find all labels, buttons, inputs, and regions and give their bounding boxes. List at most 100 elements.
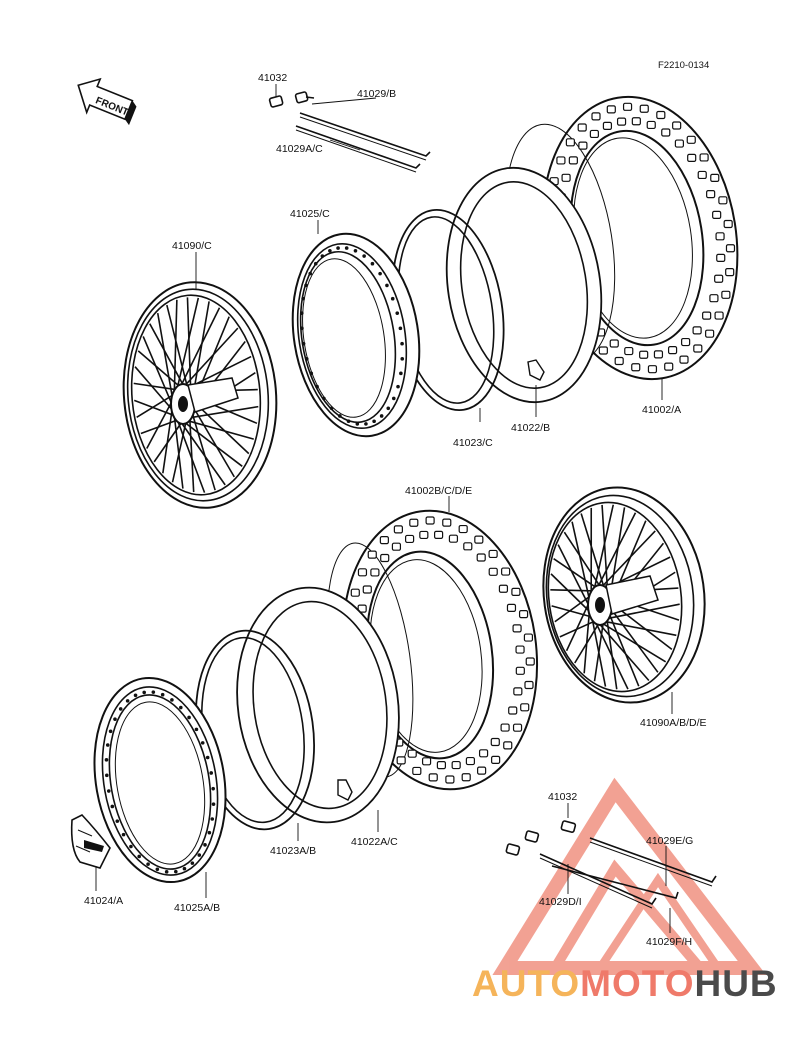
spoke-line (594, 618, 650, 682)
tread-knob (523, 633, 534, 642)
spoke-line (171, 418, 188, 483)
tread-knob (723, 219, 733, 229)
tread-knob (561, 173, 571, 182)
tread-knob (421, 757, 432, 766)
spoke-hole (211, 786, 215, 791)
spoke-line (153, 419, 184, 463)
spoke-hole (179, 705, 183, 710)
spoke-hole (353, 248, 358, 253)
tread-knob (692, 326, 702, 335)
tread-knob (393, 525, 403, 534)
tread-knob (478, 749, 489, 758)
label-spoke-b: 41029/B (357, 88, 396, 100)
spoke-line (173, 299, 178, 397)
tread-knob (714, 311, 724, 320)
spoke-hole (390, 296, 395, 301)
tread-knob (474, 535, 484, 544)
tread-knob (500, 723, 510, 732)
tread-knob (451, 760, 461, 770)
tread-knob (697, 170, 707, 180)
tread-knob (511, 587, 521, 596)
spoke-hole (386, 406, 391, 411)
spoke-line (609, 606, 659, 673)
tread-knob (721, 290, 731, 299)
tread-knob (702, 311, 712, 320)
tread-knob (512, 624, 522, 633)
tread-knob (602, 121, 613, 130)
spoke-line (182, 327, 239, 389)
spoke-hole (362, 254, 366, 258)
spoke-hole (211, 802, 216, 806)
wheel-bottom (542, 486, 706, 704)
tread-knob (515, 645, 525, 654)
tread-knob (672, 121, 682, 130)
tread-knob (379, 536, 389, 545)
spoke-hole (118, 707, 123, 711)
spoke-hole (304, 357, 309, 361)
tread-knob (407, 749, 417, 758)
spoke-hole (190, 861, 195, 865)
tread-knob (425, 516, 435, 525)
spoke-hole (372, 419, 376, 424)
tread-knob (706, 190, 716, 199)
spoke-set-top (268, 91, 431, 173)
spoke-line (550, 573, 593, 614)
tread-knob (476, 553, 486, 562)
spoke-line (156, 313, 174, 402)
label-rim-top: 41025/C (290, 208, 330, 220)
spoke-hole (398, 326, 403, 331)
tread-knob (501, 567, 511, 576)
spoke-hole (300, 326, 304, 331)
spoke-hole (400, 341, 404, 346)
spoke-hole (379, 414, 384, 418)
tread-knob (598, 346, 608, 355)
tread-knob (674, 139, 684, 148)
tread-knob (448, 534, 459, 543)
spoke-line (133, 399, 178, 418)
spoke-line (191, 411, 216, 491)
spoke-hole (133, 693, 138, 698)
tread-knob (405, 534, 415, 544)
tread-knob (461, 773, 471, 782)
spoke-hole (322, 396, 326, 401)
tread-knob (578, 141, 588, 150)
spoke-line (601, 504, 609, 596)
spoke-hole (125, 699, 130, 703)
tread-knob (419, 530, 429, 540)
tread-knob (609, 339, 619, 348)
tread-knob (710, 173, 720, 182)
tread-knob (503, 741, 513, 750)
front-arrow-icon: FRONT (77, 77, 137, 126)
tread-knob (709, 294, 719, 303)
spoke-hole (299, 311, 304, 315)
spoke-hole (182, 866, 187, 871)
spoke-hole (200, 741, 205, 745)
spoke-hole (385, 283, 389, 288)
tread-knob (506, 603, 517, 612)
spoke-line (174, 413, 206, 493)
tread-knob (631, 117, 641, 126)
leader-lines (95, 84, 673, 933)
spoke-line (591, 614, 629, 690)
tread-knob (639, 350, 649, 359)
rim-spoke-holes (299, 246, 405, 426)
rim-lock (70, 814, 111, 869)
spoke-hole (194, 727, 199, 732)
svg-text:AUTOMOTOHUB: AUTOMOTOHUB (472, 963, 778, 1004)
spoke-line (580, 513, 606, 592)
spoke-line (595, 512, 637, 591)
tread-knob (616, 117, 627, 126)
spoke-hole (344, 246, 349, 250)
spoke-hole (197, 853, 202, 857)
rim-spoke-holes (104, 690, 216, 874)
spoke-hole (391, 396, 396, 401)
label-spoke-eg: 41029E/G (646, 835, 693, 847)
spoke-hole (320, 254, 325, 258)
tread-knob (725, 267, 735, 277)
spoke-hole (210, 817, 215, 821)
spoke-hole (304, 283, 308, 288)
tread-knob (614, 356, 624, 366)
tread-knob (606, 105, 616, 114)
tread-knob (458, 524, 468, 534)
